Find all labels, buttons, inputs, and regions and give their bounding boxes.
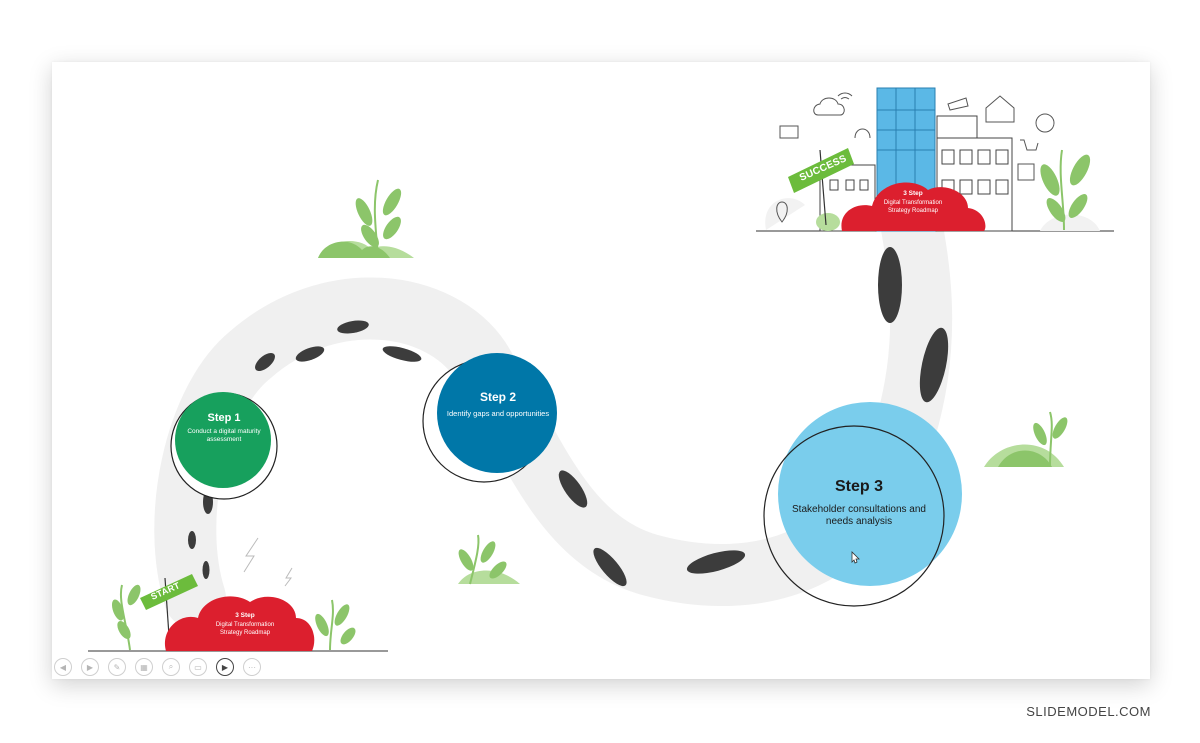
start-cloud [164,596,315,651]
footprint [558,470,588,508]
start-cloud-line-1: Digital Transformation [215,622,275,629]
footprint [295,346,325,362]
step-3-fill [778,402,962,586]
step-1-circle [175,392,271,488]
cart-icon [1020,139,1039,151]
step-1-label: Step 1 Conduct a digital maturity assess… [178,412,270,444]
footprint [202,561,210,579]
next-icon: ▶ [86,662,94,672]
lightning-icon [284,567,293,587]
step-3-description: Stakeholder consultations and needs anal… [792,504,926,527]
pen-tool-button[interactable]: ✎ [108,658,126,676]
success-cloud-label: 3 Step Digital Transformation Strategy R… [858,190,968,215]
footprint [188,531,196,549]
success-plants [816,149,1100,231]
footprint [686,550,746,574]
security-camera-icon [947,97,969,111]
footprints [188,247,949,587]
start-cloud-line-2: Strategy Roadmap [219,629,271,636]
hand-cursor-icon [851,551,860,564]
camera-icon: ▶ [221,662,229,672]
chip-icon [1017,163,1035,181]
step-2-description: Identify gaps and opportunities [446,409,550,418]
presentation-toolbar: ◀ ▶ ✎ ▦ ⌕ ▭ ▶ ··· [54,658,261,676]
success-cloud-title: 3 Step [903,190,923,197]
step-3-label: Step 3 Stakeholder consultations and nee… [784,478,934,528]
success-cloud-line-1: Digital Transformation [883,200,943,207]
subtitles-button[interactable]: ▭ [189,658,207,676]
cloud-icon [813,97,845,116]
subtitles-icon: ▭ [194,662,202,672]
footprint [878,247,902,323]
success-sign [788,148,854,226]
start-cloud-title: 3 Step [235,612,255,619]
monitor-icon [779,125,799,139]
step-1-title: Step 1 [207,412,241,424]
step-1-description: Conduct a digital maturity assessment [187,428,261,443]
previous-icon: ◀ [59,662,67,672]
tech-icons [776,92,1055,223]
previous-slide-button[interactable]: ◀ [54,658,72,676]
footprint [919,327,949,403]
success-cloud [841,182,986,231]
lightning-icon [243,537,259,573]
step-3-title: Step 3 [834,478,883,495]
smart-home-icon [985,95,1015,123]
plant-cluster [984,411,1068,467]
headphones-icon [854,128,871,139]
see-all-slides-button[interactable]: ▦ [135,658,153,676]
zoom-icon: ⌕ [168,662,174,671]
zoom-button[interactable]: ⌕ [162,658,180,676]
start-plants [111,584,356,651]
camera-button[interactable]: ▶ [216,658,234,676]
success-cloud-line-2: Strategy Roadmap [887,207,939,214]
ball-icon [1035,113,1055,133]
wifi-icon [837,92,853,100]
plant-cluster [458,534,520,585]
more-options-button[interactable]: ··· [243,658,261,676]
next-slide-button[interactable]: ▶ [81,658,99,676]
step-2-title: Step 2 [479,390,516,404]
footprint [255,353,275,371]
more-icon: ··· [248,662,256,672]
start-cloud-label: 3 Step Digital Transformation Strategy R… [190,612,300,637]
step-3-ring [763,425,945,607]
step-2-label: Step 2 Identify gaps and opportunities [446,390,550,418]
slides-icon: ▦ [140,662,148,672]
footprint [337,320,369,334]
footprint [382,346,422,362]
location-pin-icon [776,201,788,223]
footprint [593,547,627,587]
plant-cluster [318,179,414,258]
pen-icon: ✎ [113,662,121,672]
step-2-circle [437,353,557,473]
watermark: SLIDEMODEL.COM [1026,704,1151,719]
